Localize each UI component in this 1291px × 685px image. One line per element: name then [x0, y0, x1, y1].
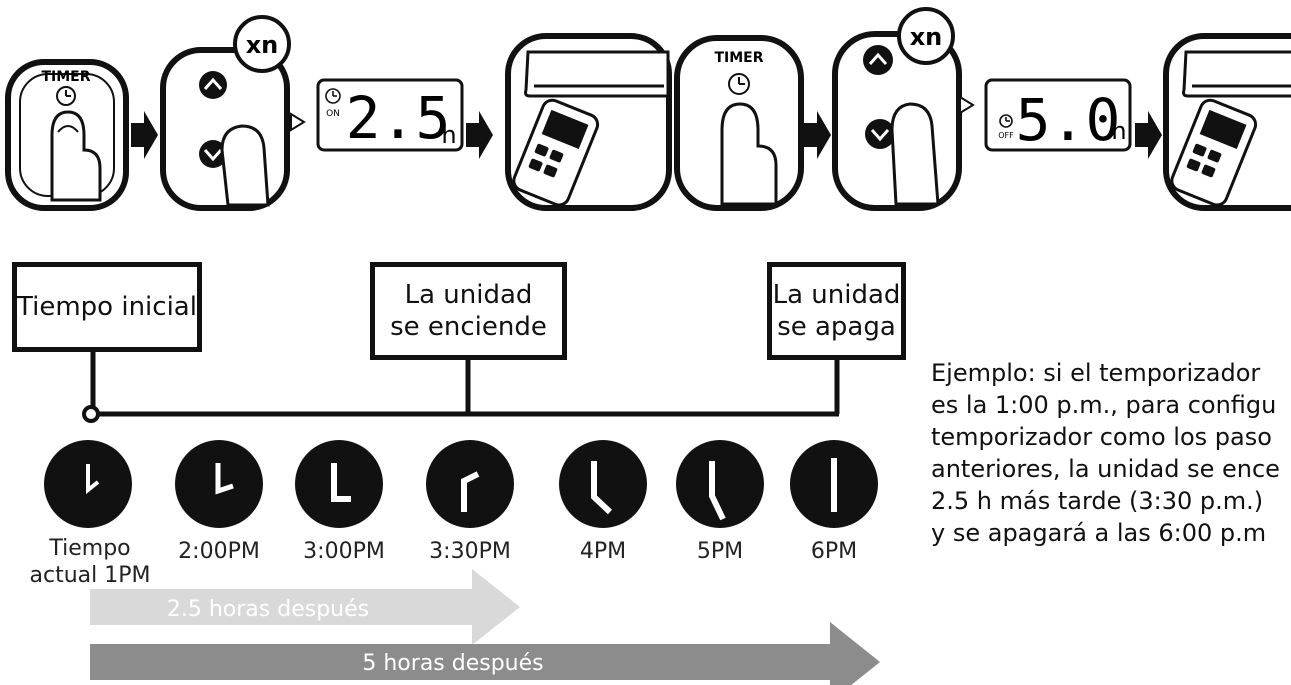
clock-face-2pm: [175, 440, 263, 528]
clock-icon: [325, 88, 341, 104]
box-off-line2: se apaga: [777, 312, 896, 342]
arrow-label-long: 5 horas después: [362, 651, 543, 676]
clock-face-1pm: [44, 440, 132, 528]
step-adjust-2: xn: [832, 7, 962, 211]
pointer-triangle: [290, 112, 306, 132]
flow-arrow: [131, 111, 158, 159]
timeline: [82, 348, 840, 423]
step-timer-press-1: TIMER: [5, 59, 129, 211]
clock-icon: [999, 114, 1013, 128]
flow-arrow: [466, 111, 493, 159]
display-on: ON 2.5 h: [316, 78, 464, 152]
clock-face-6pm: [790, 440, 878, 528]
repeat-badge: [897, 7, 955, 65]
mode-label: ON: [326, 109, 340, 119]
timer-value: 5.0: [1016, 86, 1121, 154]
timer-label: TIMER: [41, 69, 90, 85]
box-unit-off: La unidad se apaga: [767, 262, 906, 360]
ac-unit-icon: [1182, 50, 1291, 98]
clock-label-330pm: 3:30PM: [429, 539, 511, 564]
up-button-icon: [863, 45, 893, 75]
remote-icon: [512, 98, 600, 207]
hour-unit: h: [1111, 117, 1126, 145]
repeat-badge: [233, 15, 291, 73]
ac-unit-icon: [524, 50, 670, 98]
finger-icon: [890, 102, 940, 206]
up-button-icon: [199, 71, 227, 99]
step-adjust-1: xn: [160, 15, 291, 211]
box-on-line1: La unidad: [404, 280, 533, 310]
clock-face-330pm: [426, 440, 514, 528]
step-ac-remote-1: [505, 33, 672, 211]
finger-icon: [720, 102, 778, 206]
flow-arrow: [804, 111, 831, 159]
repeat-label: xn: [910, 23, 943, 51]
clock-label-2pm: 2:00PM: [178, 539, 260, 564]
clock-face-3pm: [295, 440, 383, 528]
timer-label: TIMER: [714, 50, 763, 66]
example-text: Ejemplo: si el temporizador es la 1:00 p…: [931, 359, 1280, 547]
down-button-icon: [865, 119, 895, 149]
box-on-line2: se enciende: [390, 312, 547, 342]
down-button-icon: [199, 140, 227, 168]
timeline-start-marker: [82, 405, 100, 423]
clock-label-6pm: 6PM: [810, 539, 858, 564]
finger-icon: [220, 124, 270, 207]
finger-icon: [50, 110, 102, 202]
lcd-frame: [316, 78, 464, 152]
hour-unit: h: [441, 121, 456, 149]
step-timer-press-2: TIMER: [674, 35, 804, 211]
pointer-triangle: [959, 95, 975, 115]
box-unit-on: La unidad se enciende: [370, 262, 567, 360]
clock-icon: [56, 86, 76, 106]
clock-icon: [728, 73, 750, 95]
box-initial-time: Tiempo inicial: [12, 262, 202, 352]
mode-label: OFF: [998, 131, 1014, 140]
flow-arrow: [1135, 111, 1162, 159]
remote-icon: [1170, 98, 1258, 207]
clock-face-4pm: [559, 440, 647, 528]
arrow-label-short: 2.5 horas después: [167, 597, 369, 622]
box-initial-label: Tiempo inicial: [17, 292, 197, 322]
arrow-2-5-hours: 2.5 horas después: [90, 569, 520, 645]
repeat-label: xn: [246, 31, 279, 59]
clock-face-5pm: [676, 440, 764, 528]
clock-label-5pm: 5PM: [696, 539, 744, 564]
clock-label-3pm: 3:00PM: [303, 539, 385, 564]
clock-label-4pm: 4PM: [579, 539, 627, 564]
timer-value: 2.5: [346, 84, 451, 152]
step-ac-remote-2: [1163, 33, 1291, 211]
lcd-frame: [984, 78, 1132, 152]
arrow-5-hours: 5 horas después: [90, 622, 880, 685]
clock-label-1pm: Tiempo actual 1PM: [29, 536, 151, 588]
display-off: OFF 5.0 h: [984, 78, 1132, 154]
box-off-line1: La unidad: [772, 280, 901, 310]
